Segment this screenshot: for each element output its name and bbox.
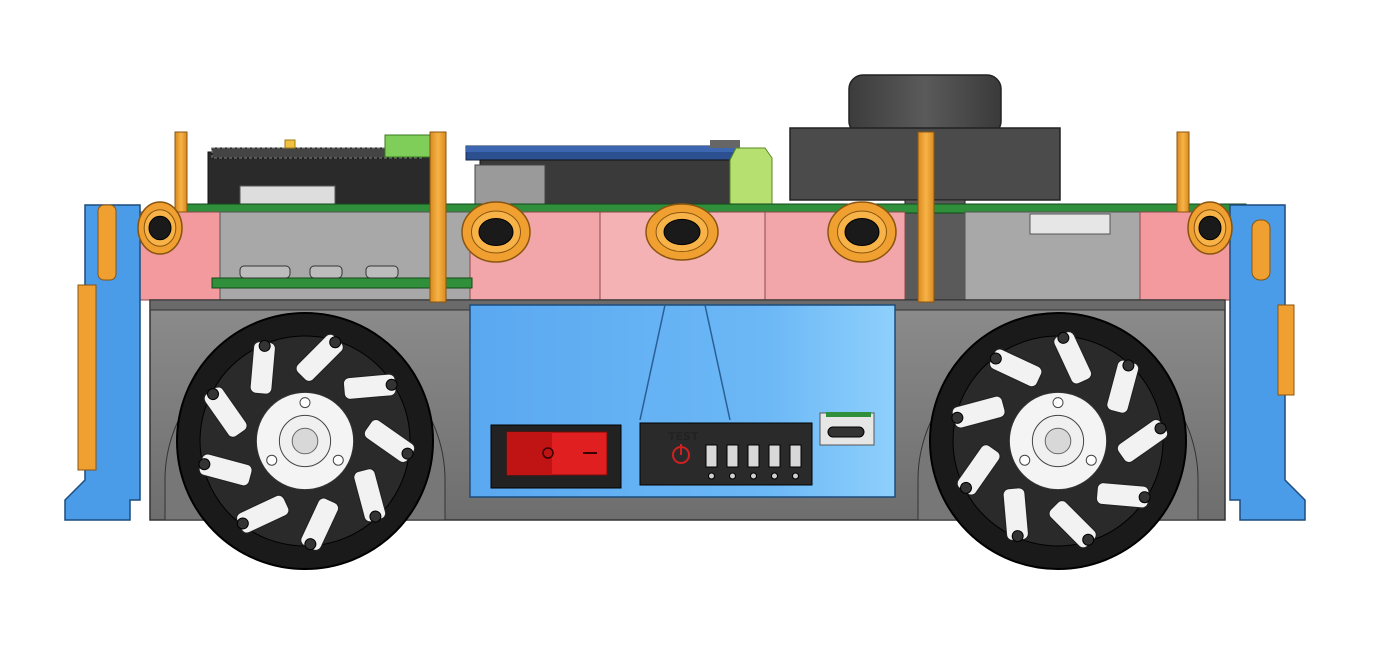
battery-segment [705,444,718,468]
wheel-roller [203,386,248,438]
standoffs [174,131,1190,303]
battery-segment [789,444,802,468]
test-label: TEST [668,430,699,443]
left-side-frame [64,204,141,521]
wheel-roller [1048,499,1097,549]
battery-segments [705,444,802,480]
wheel-roller [1106,359,1140,414]
battery-led [792,472,799,480]
wheel-roller [300,497,340,552]
battery-led [729,472,736,480]
battery-led [750,472,757,480]
io-board [211,213,1111,289]
sensor-ring [137,201,183,255]
wheel-roller [198,453,253,487]
battery-segment [747,444,760,468]
wheel-roller [1095,481,1151,509]
hub-bolt [1019,454,1031,466]
sensor-ring [645,203,719,261]
wheel-roller [249,339,277,395]
battery-segment [768,444,781,468]
wheel-roller [1002,487,1030,543]
hub-bolt [266,454,278,466]
wheel-roller [988,348,1043,388]
wheel-roller [342,373,398,401]
right-mecanum-wheel [929,312,1187,570]
right-side-frame [1229,204,1306,521]
sensor-ring [1187,201,1233,255]
power-switch [490,424,622,489]
wheel-roller [1053,330,1093,385]
wheel-roller [295,333,344,383]
sensor-rings [137,201,1233,263]
battery-indicator: TEST [639,422,813,486]
hub-bolt [1052,397,1064,409]
sensor-ring [461,201,531,263]
controller-board [207,134,434,208]
battery-led [771,472,778,480]
usb-c-port [819,412,875,446]
hub-bolt [299,397,311,409]
sensor-ring [827,201,897,263]
wheel-roller [951,395,1006,429]
left-mecanum-wheel [176,312,434,570]
wheel-roller [353,468,387,523]
hub-bolt [332,454,344,466]
wheel-roller [235,494,290,534]
hub-bolt [1085,454,1097,466]
battery-segment [726,444,739,468]
wheel-roller [363,418,416,464]
wheel-roller [956,444,1001,496]
battery-led [708,472,715,480]
raspberry-pi-board [465,140,773,211]
wheel-roller [1116,418,1169,464]
